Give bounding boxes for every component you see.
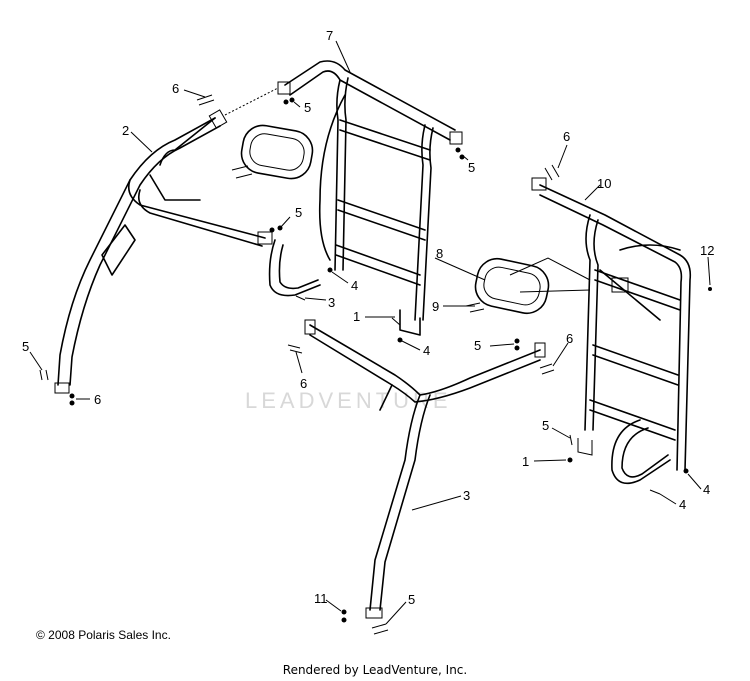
callout-5: 5 bbox=[474, 338, 481, 353]
callout-4: 4 bbox=[423, 343, 430, 358]
callout-6: 6 bbox=[300, 376, 307, 391]
left-side-frame bbox=[54, 109, 321, 394]
leader-lines bbox=[29, 40, 711, 625]
callout-5: 11 bbox=[314, 591, 328, 606]
callout-4: 4 bbox=[351, 278, 358, 293]
callout-6: 6 bbox=[566, 331, 573, 346]
polaris-badge-left bbox=[231, 124, 314, 180]
callout-2: 2 bbox=[122, 123, 129, 138]
right-side-frame bbox=[509, 177, 692, 485]
callout-1: 5 bbox=[542, 418, 549, 433]
callout-3: 4 bbox=[679, 497, 686, 512]
callout-6: 6 bbox=[563, 129, 570, 144]
rendered-by-notice: Rendered by LeadVenture, Inc. bbox=[282, 663, 468, 677]
callout-12: 12 bbox=[700, 243, 714, 258]
callout-4: 4 bbox=[703, 482, 710, 497]
copyright-notice: © 2008 Polaris Sales Inc. bbox=[36, 628, 171, 642]
callout-5: 5 bbox=[468, 160, 475, 175]
callout-6: 5 bbox=[408, 592, 415, 607]
callout-labels: 7 6 5 2 6 5 10 5 8 12 4 3 9 1 6 5 4 5 6 … bbox=[22, 28, 714, 607]
callout-6: 6 bbox=[172, 81, 179, 96]
front-cross-frame bbox=[304, 319, 546, 619]
callout-3: 3 bbox=[328, 295, 335, 310]
callout-7: 7 bbox=[326, 28, 333, 43]
watermark: LEADVENTURE bbox=[245, 388, 452, 413]
callout-10: 10 bbox=[597, 176, 611, 191]
rear-top-frame-left bbox=[224, 60, 463, 336]
callout-5: 5 bbox=[304, 100, 311, 115]
callout-11: 3 bbox=[463, 488, 470, 503]
callout-4: 1 bbox=[522, 454, 529, 469]
callout-6: 5 bbox=[22, 339, 29, 354]
callout-5: 5 bbox=[295, 205, 302, 220]
callout-5: 6 bbox=[94, 392, 101, 407]
polaris-badge-right bbox=[474, 257, 550, 315]
callout-8: 8 bbox=[436, 246, 443, 261]
hardware bbox=[39, 94, 712, 635]
callout-1: 1 bbox=[353, 309, 360, 324]
callout-9: 9 bbox=[432, 299, 439, 314]
